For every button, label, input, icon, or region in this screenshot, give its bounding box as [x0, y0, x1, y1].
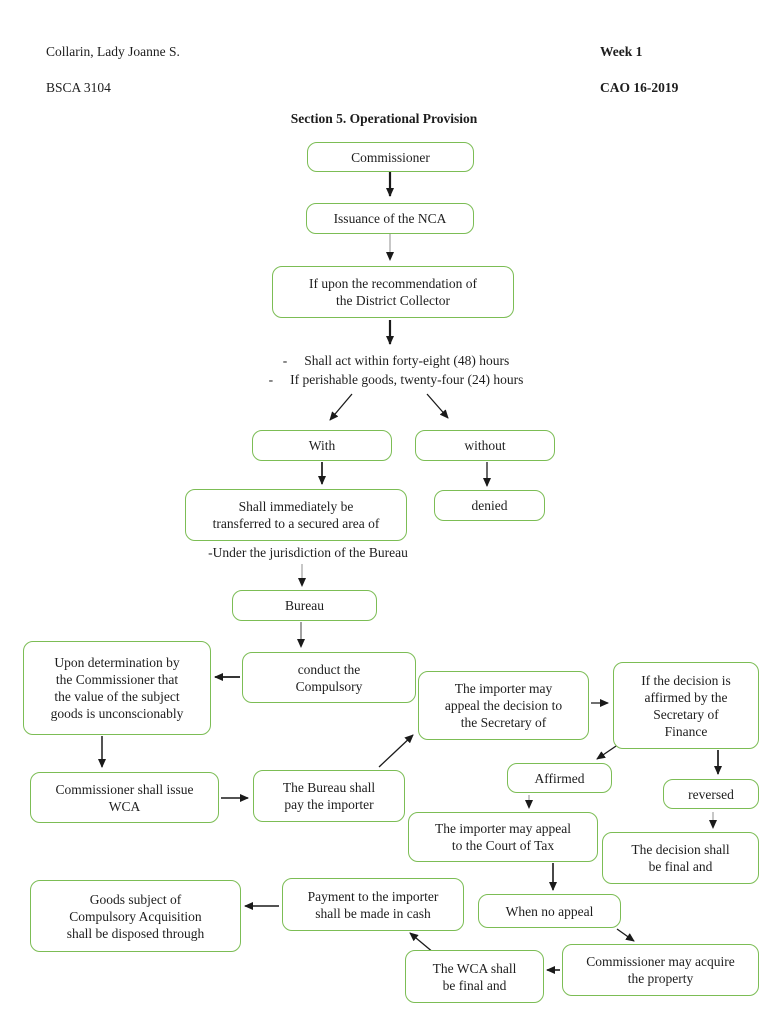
node-commissioner-acquire: Commissioner may acquire the property	[562, 944, 759, 996]
node-payment-cash: Payment to the importer shall be made in…	[282, 878, 464, 931]
order-reference: CAO 16-2019	[600, 80, 679, 95]
note-48-hours: - Shall act within forty-eight (48) hour…	[248, 352, 544, 371]
node-decision-final: The decision shall be final and	[602, 832, 759, 884]
node-label: The WCA shall be final and	[432, 960, 517, 993]
node-label: Goods subject of Compulsory Acquisition …	[66, 891, 205, 941]
node-without: without	[415, 430, 555, 461]
arrow-notes-with	[329, 393, 353, 421]
node-reversed: reversed	[663, 779, 759, 809]
node-label: The Bureau shall pay the importer	[282, 780, 376, 812]
node-label: Commissioner	[351, 149, 430, 165]
node-label: If the decision is affirmed by the Secre…	[641, 672, 731, 739]
node-issue-wca: Commissioner shall issue WCA	[30, 772, 219, 823]
node-label: Bureau	[285, 598, 324, 613]
node-wca-final: The WCA shall be final and	[405, 950, 544, 1003]
student-name: Collarin, Lady Joanne S.	[46, 44, 180, 59]
node-label: The decision shall be final and	[631, 842, 730, 874]
jurisdiction-note: -Under the jurisdiction of the Bureau	[208, 545, 408, 560]
node-recommendation: If upon the recommendation of the Distri…	[272, 266, 514, 318]
section-title: Section 5. Operational Provision	[290, 111, 478, 126]
node-label: Commissioner may acquire the property	[586, 954, 735, 986]
node-label: reversed	[688, 786, 734, 802]
node-conduct-compulsory: conduct the Compulsory	[242, 652, 416, 703]
note-text: Shall act within forty-eight (48) hours	[304, 353, 510, 368]
node-label: Payment to the importer shall be made in…	[307, 888, 439, 921]
node-label: When no appeal	[505, 903, 594, 919]
node-issuance-nca: Issuance of the NCA	[306, 203, 474, 234]
week-label: Week 1	[600, 44, 643, 59]
arrow-whennoappeal-acquire	[616, 928, 635, 942]
node-label: Upon determination by the Commissioner t…	[50, 655, 184, 721]
node-bureau-pay-importer: The Bureau shall pay the importer	[253, 770, 405, 822]
node-affirmed: Affirmed	[507, 763, 612, 793]
bullet-dash: -	[282, 353, 288, 368]
node-appeal-court-tax: The importer may appeal to the Court of …	[408, 812, 598, 862]
node-goods-disposed: Goods subject of Compulsory Acquisition …	[30, 880, 241, 952]
node-label: conduct the Compulsory	[295, 661, 363, 694]
arrow-bureaupay-appealsecretary	[378, 734, 414, 768]
node-label: Affirmed	[534, 770, 585, 786]
node-bureau: Bureau	[232, 590, 377, 621]
node-decision-affirmed-finance: If the decision is affirmed by the Secre…	[613, 662, 759, 749]
node-label: denied	[471, 498, 508, 513]
node-appeal-secretary: The importer may appeal the decision to …	[418, 671, 589, 740]
hours-notes: - Shall act within forty-eight (48) hour…	[248, 352, 544, 389]
node-label: The importer may appeal to the Court of …	[434, 821, 572, 853]
node-label: Commissioner shall issue WCA	[55, 781, 194, 814]
node-when-no-appeal: When no appeal	[478, 894, 621, 928]
node-label: Issuance of the NCA	[333, 211, 447, 226]
bullet-dash: -	[268, 371, 274, 387]
note-text: If perishable goods, twenty-four (24) ho…	[290, 371, 524, 387]
node-transferred-secured-area: Shall immediately be transferred to a se…	[185, 489, 407, 541]
node-label: If upon the recommendation of the Distri…	[309, 276, 477, 308]
node-denied: denied	[434, 490, 545, 521]
node-label: without	[464, 438, 506, 453]
node-commissioner: Commissioner	[307, 142, 474, 172]
node-label: Shall immediately be transferred to a se…	[212, 499, 380, 531]
node-label: With	[308, 438, 336, 453]
node-with: With	[252, 430, 392, 461]
node-label: The importer may appeal the decision to …	[444, 681, 563, 730]
note-24-hours: - If perishable goods, twenty-four (24) …	[248, 371, 544, 390]
node-upon-determination: Upon determination by the Commissioner t…	[23, 641, 211, 735]
arrow-notes-without	[426, 393, 449, 419]
course-code: BSCA 3104	[46, 80, 111, 95]
